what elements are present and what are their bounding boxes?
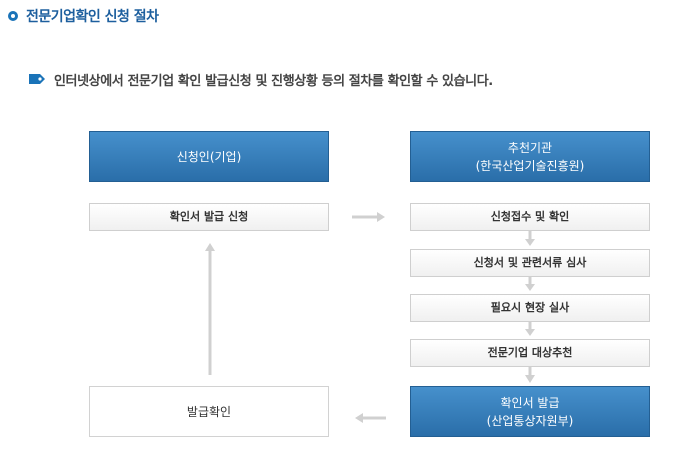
arrow-down-icon [525, 367, 535, 383]
apply-step-label: 확인서 발급 신청 [169, 210, 249, 223]
apply-step-box: 확인서 발급 신청 [89, 203, 329, 231]
title-row: 전문기업확인 신청 절차 [8, 6, 159, 26]
recommender-header-line2: (한국산업기술진흥원) [475, 158, 585, 173]
circle-bullet-icon [8, 11, 18, 21]
arrow-down-icon [525, 322, 535, 336]
process-step-label: 전문기업 대상추천 [487, 346, 573, 359]
arrow-left-icon [355, 413, 386, 423]
confirm-step-box: 발급확인 [89, 386, 329, 437]
confirm-step-label: 발급확인 [186, 404, 232, 419]
arrow-right-icon [352, 212, 385, 222]
issuance-line2: (산업통상자원부) [486, 413, 574, 428]
issuance-box: 확인서 발급 (산업통상자원부) [410, 386, 650, 437]
applicant-header-label: 신청인(기업) [176, 149, 242, 164]
process-step-box: 필요시 현장 실사 [410, 294, 650, 322]
applicant-header-box: 신청인(기업) [89, 131, 329, 182]
arrow-down-icon [525, 231, 535, 246]
intro-text: 인터넷상에서 전문기업 확인 발급신청 및 진행상황 등의 절차를 확인할 수 … [54, 74, 493, 89]
recommender-header-box: 추천기관 (한국산업기술진흥원) [410, 131, 650, 182]
process-step-box: 전문기업 대상추천 [410, 339, 650, 367]
process-step-box: 신청서 및 관련서류 심사 [410, 249, 650, 277]
arrow-down-icon [525, 277, 535, 291]
page-title: 전문기업확인 신청 절차 [26, 9, 159, 25]
process-step-label: 신청접수 및 확인 [490, 210, 570, 223]
arrow-up-icon [205, 243, 215, 375]
recommender-header-line1: 추천기관 [507, 140, 553, 155]
process-step-box: 신청접수 및 확인 [410, 203, 650, 231]
process-step-label: 필요시 현장 실사 [490, 301, 570, 314]
tag-icon [28, 70, 46, 89]
issuance-line1: 확인서 발급 [500, 395, 560, 410]
intro-row: 인터넷상에서 전문기업 확인 발급신청 및 진행상황 등의 절차를 확인할 수 … [28, 70, 493, 89]
process-step-label: 신청서 및 관련서류 심사 [473, 256, 587, 269]
